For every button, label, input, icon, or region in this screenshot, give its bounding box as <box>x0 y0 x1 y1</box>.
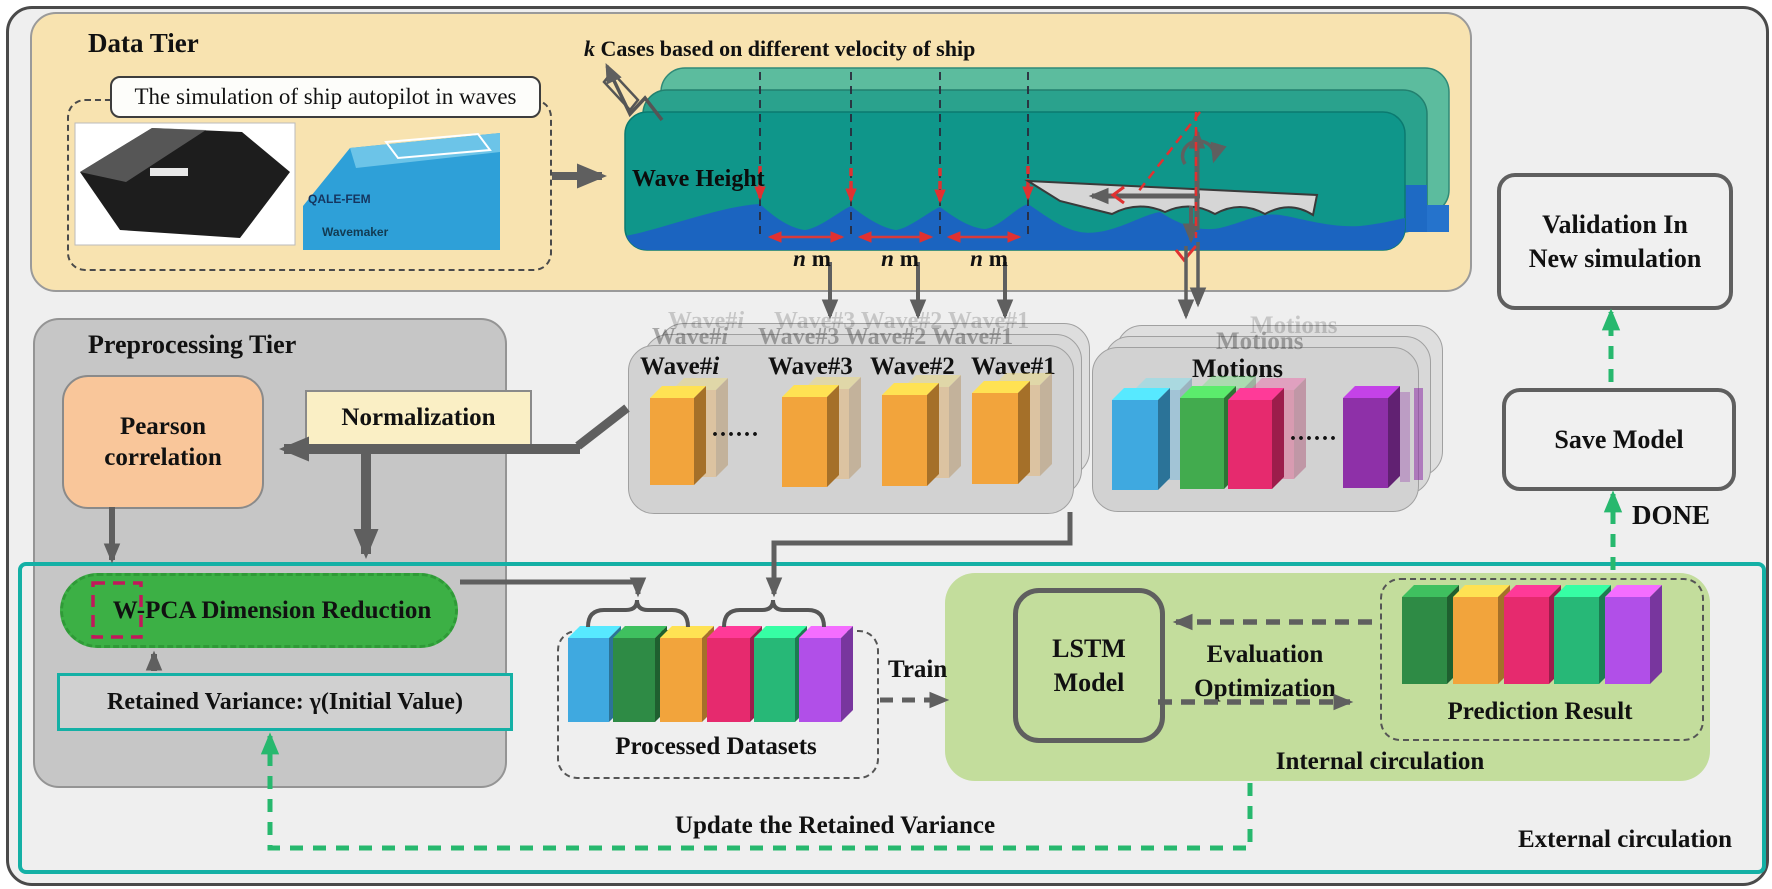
processed-bar <box>660 626 714 722</box>
wpca-box: W-PCA Dimension Reduction <box>60 573 458 648</box>
save-model-box: Save Model <box>1502 388 1736 491</box>
retained-variance-box: Retained Variance: γ(Initial Value) <box>57 673 513 731</box>
done-label: DONE <box>1632 500 1711 530</box>
processed-bar <box>799 626 853 722</box>
prediction-bar <box>1554 585 1611 684</box>
motions-bar-sliver <box>1400 392 1410 482</box>
motions-ghost-label: Motions <box>1216 328 1304 355</box>
update-retained-variance-label: Update the Retained Variance <box>674 812 996 839</box>
wave-height-label: Wave Height <box>632 166 765 192</box>
wave-bar <box>650 386 706 485</box>
processed-bar <box>754 626 807 722</box>
wave-bar <box>882 383 939 486</box>
wave-ellipsis: ...... <box>712 416 760 442</box>
normalization-box: Normalization <box>305 390 532 446</box>
processed-bar <box>568 626 621 722</box>
k-symbol: k <box>584 36 595 61</box>
distance-label: n m <box>881 246 919 271</box>
processed-bar <box>707 626 762 722</box>
prediction-bar <box>1453 585 1510 684</box>
distance-label: n m <box>970 246 1008 271</box>
prediction-bar <box>1402 585 1459 684</box>
wave-ghost-label-row: Wave#i Wave#3 Wave#2 Wave#1 <box>652 324 1014 350</box>
motions-bar <box>1180 386 1236 489</box>
wave-label-i: Wave#i <box>640 353 720 380</box>
processed-bar <box>613 626 667 722</box>
prediction-result-box <box>1380 578 1704 741</box>
motions-bar <box>1112 388 1170 490</box>
motions-ellipsis: ...... <box>1290 420 1338 446</box>
wave-label-3: Wave#3 <box>768 353 853 380</box>
processed-datasets-label: Processed Datasets <box>615 733 817 760</box>
motions-bar-sliver <box>1414 388 1423 480</box>
data-tier-title: Data Tier <box>88 28 199 58</box>
k-cases-caption: k Cases based on different velocity of s… <box>584 36 975 62</box>
prediction-bar <box>1605 585 1662 684</box>
external-circulation-label: External circulation <box>1517 826 1733 853</box>
prediction-bar <box>1504 585 1561 684</box>
motions-bar <box>1343 386 1400 488</box>
simulation-dashed-box <box>67 99 552 271</box>
train-label: Train <box>888 656 948 683</box>
motions-ghost-label: Motions <box>1250 312 1338 339</box>
simulation-label: The simulation of ship autopilot in wave… <box>110 76 541 118</box>
preprocessing-tier-title: Preprocessing Tier <box>88 330 297 359</box>
wave-bar <box>972 381 1030 484</box>
prediction-result-label: Prediction Result <box>1447 698 1633 725</box>
wave-bar <box>782 385 839 487</box>
distance-label: n m <box>793 246 831 271</box>
k-cases-text: Cases based on different velocity of shi… <box>595 36 976 61</box>
internal-circulation-label: Internal circulation <box>1275 748 1485 775</box>
motions-bar <box>1228 388 1284 489</box>
wave-ghost-label-row: Wave#i Wave#3 Wave#2 Wave#1 <box>668 308 1030 334</box>
